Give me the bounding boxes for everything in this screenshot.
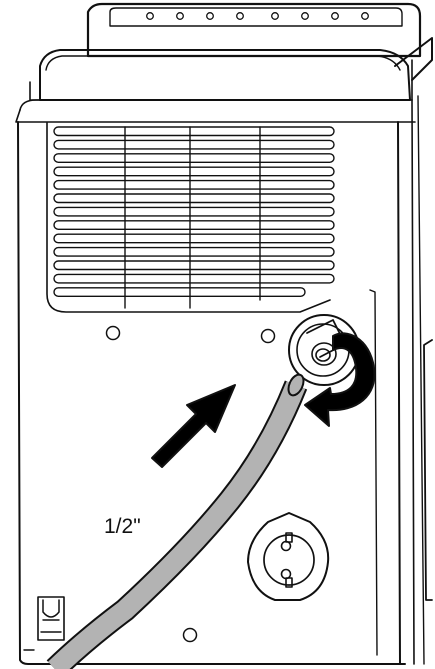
screw-hole-bottom <box>182 627 198 643</box>
screw-hole-right <box>260 328 276 344</box>
unit-body <box>17 95 433 665</box>
grille-slat <box>53 273 335 284</box>
grille-slat <box>53 287 306 297</box>
grille-slat <box>53 206 335 217</box>
grille-slat <box>53 139 335 150</box>
grille-slat <box>53 179 335 190</box>
grille-slat <box>53 220 335 230</box>
grille-slat <box>53 166 335 177</box>
grille-slat <box>53 260 335 271</box>
control-buttons <box>146 12 369 20</box>
grille-slat <box>53 153 335 163</box>
hose-size-label: 1/2" <box>104 515 141 538</box>
cord-clip <box>23 596 65 651</box>
grille-slat <box>53 233 335 244</box>
power-socket-icon <box>247 512 330 601</box>
air-grille <box>46 122 335 313</box>
grille-slat <box>53 193 335 204</box>
screw-hole-left <box>105 325 121 341</box>
grille-slat <box>53 246 335 257</box>
drain-hose <box>46 373 308 669</box>
arrow-up-right-icon <box>151 384 236 468</box>
rotate-arrow-icon <box>304 332 376 427</box>
top-lid <box>15 2 433 123</box>
grille-slats <box>53 126 335 297</box>
grille-slat <box>53 126 335 137</box>
